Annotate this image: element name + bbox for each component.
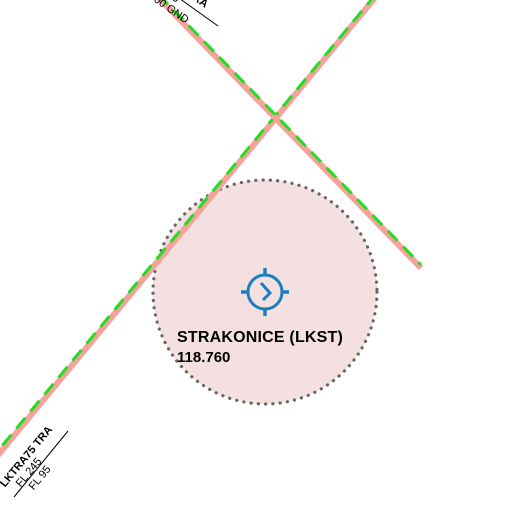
zone-label-underline-bottom (13, 430, 69, 498)
zone-border-diagonal-rising[interactable] (0, 0, 378, 460)
tra-boundary-dashed-rising (0, 0, 373, 451)
airport-symbol-icon[interactable] (241, 268, 289, 316)
zone-border-diagonal-falling[interactable] (155, 0, 424, 271)
tra-boundary-dashed-falling (161, 0, 423, 267)
ctr-zone[interactable] (151, 178, 379, 406)
zone-label-underline-top (180, 0, 219, 27)
airport-name-label[interactable]: STRAKONICE (LKST) (177, 329, 344, 346)
airport-frequency-label[interactable]: 118.760 (177, 349, 231, 366)
